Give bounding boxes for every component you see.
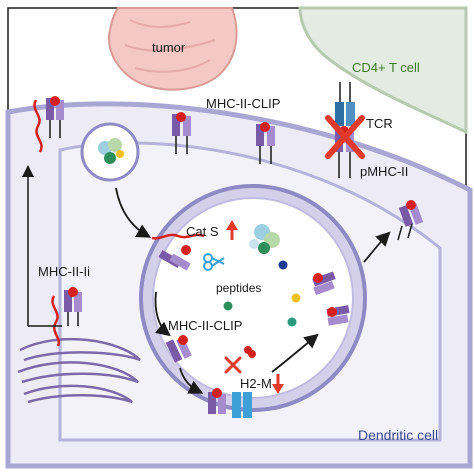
protein-cluster-vesicle (98, 138, 124, 164)
scissors-icon (203, 253, 225, 271)
peptide-dot (223, 301, 233, 311)
peptide-dot (278, 260, 288, 270)
arrow-to-h2m (179, 367, 204, 394)
peptide-dot (287, 317, 297, 327)
label-tumor: tumor (152, 40, 186, 55)
arrow-to-surface (363, 231, 391, 263)
peptide-dot (291, 293, 301, 303)
h2m-down-arrow (272, 374, 284, 394)
label-peptides: peptides (216, 281, 261, 295)
mhc-endosome-right-2 (326, 305, 350, 326)
tumor-cell (108, 7, 238, 91)
mhc-surface-right (397, 200, 424, 241)
blocked-x-mark (325, 115, 365, 159)
arrow-to-clip (154, 291, 171, 337)
h2m-molecule (232, 392, 252, 418)
label-mhc-ii-ii: MHC-II-Ii (38, 264, 90, 279)
mhc-clip-endosome (165, 335, 192, 363)
protein-cluster-endosome (249, 224, 280, 254)
label-pmhc: pMHC-II (360, 164, 408, 179)
label-tcr: TCR (366, 116, 393, 131)
red-x-h2m (224, 356, 242, 374)
label-cats: Cat S (186, 224, 219, 239)
arrow-to-loading (271, 333, 319, 373)
cats-up-arrow (226, 220, 238, 240)
label-mhc-clip-top: MHC-II-CLIP (206, 96, 280, 111)
mhc-bottom (208, 388, 226, 414)
mhc-clip-surface-2 (256, 122, 275, 164)
tcr-complex (335, 82, 355, 126)
mhc-clip-surface-1 (172, 112, 191, 154)
t-cell-body (298, 6, 468, 135)
mhc-ii-ii-surface (33, 96, 64, 153)
label-h2m: H2-M (240, 376, 272, 391)
clip-fragment (248, 350, 256, 358)
arrow-vesicle-to-endosome (115, 187, 152, 238)
mhc-ii-ii-endosome-entry (151, 233, 205, 271)
mhc-endosome-right-1 (312, 271, 336, 296)
label-mhc-clip-inner: MHC-II-CLIP (168, 318, 242, 333)
label-tcell: CD4+ T cell (352, 60, 420, 75)
mhc-ii-ii-golgi (51, 287, 82, 347)
label-dendritic: Dendritic cell (358, 427, 438, 443)
